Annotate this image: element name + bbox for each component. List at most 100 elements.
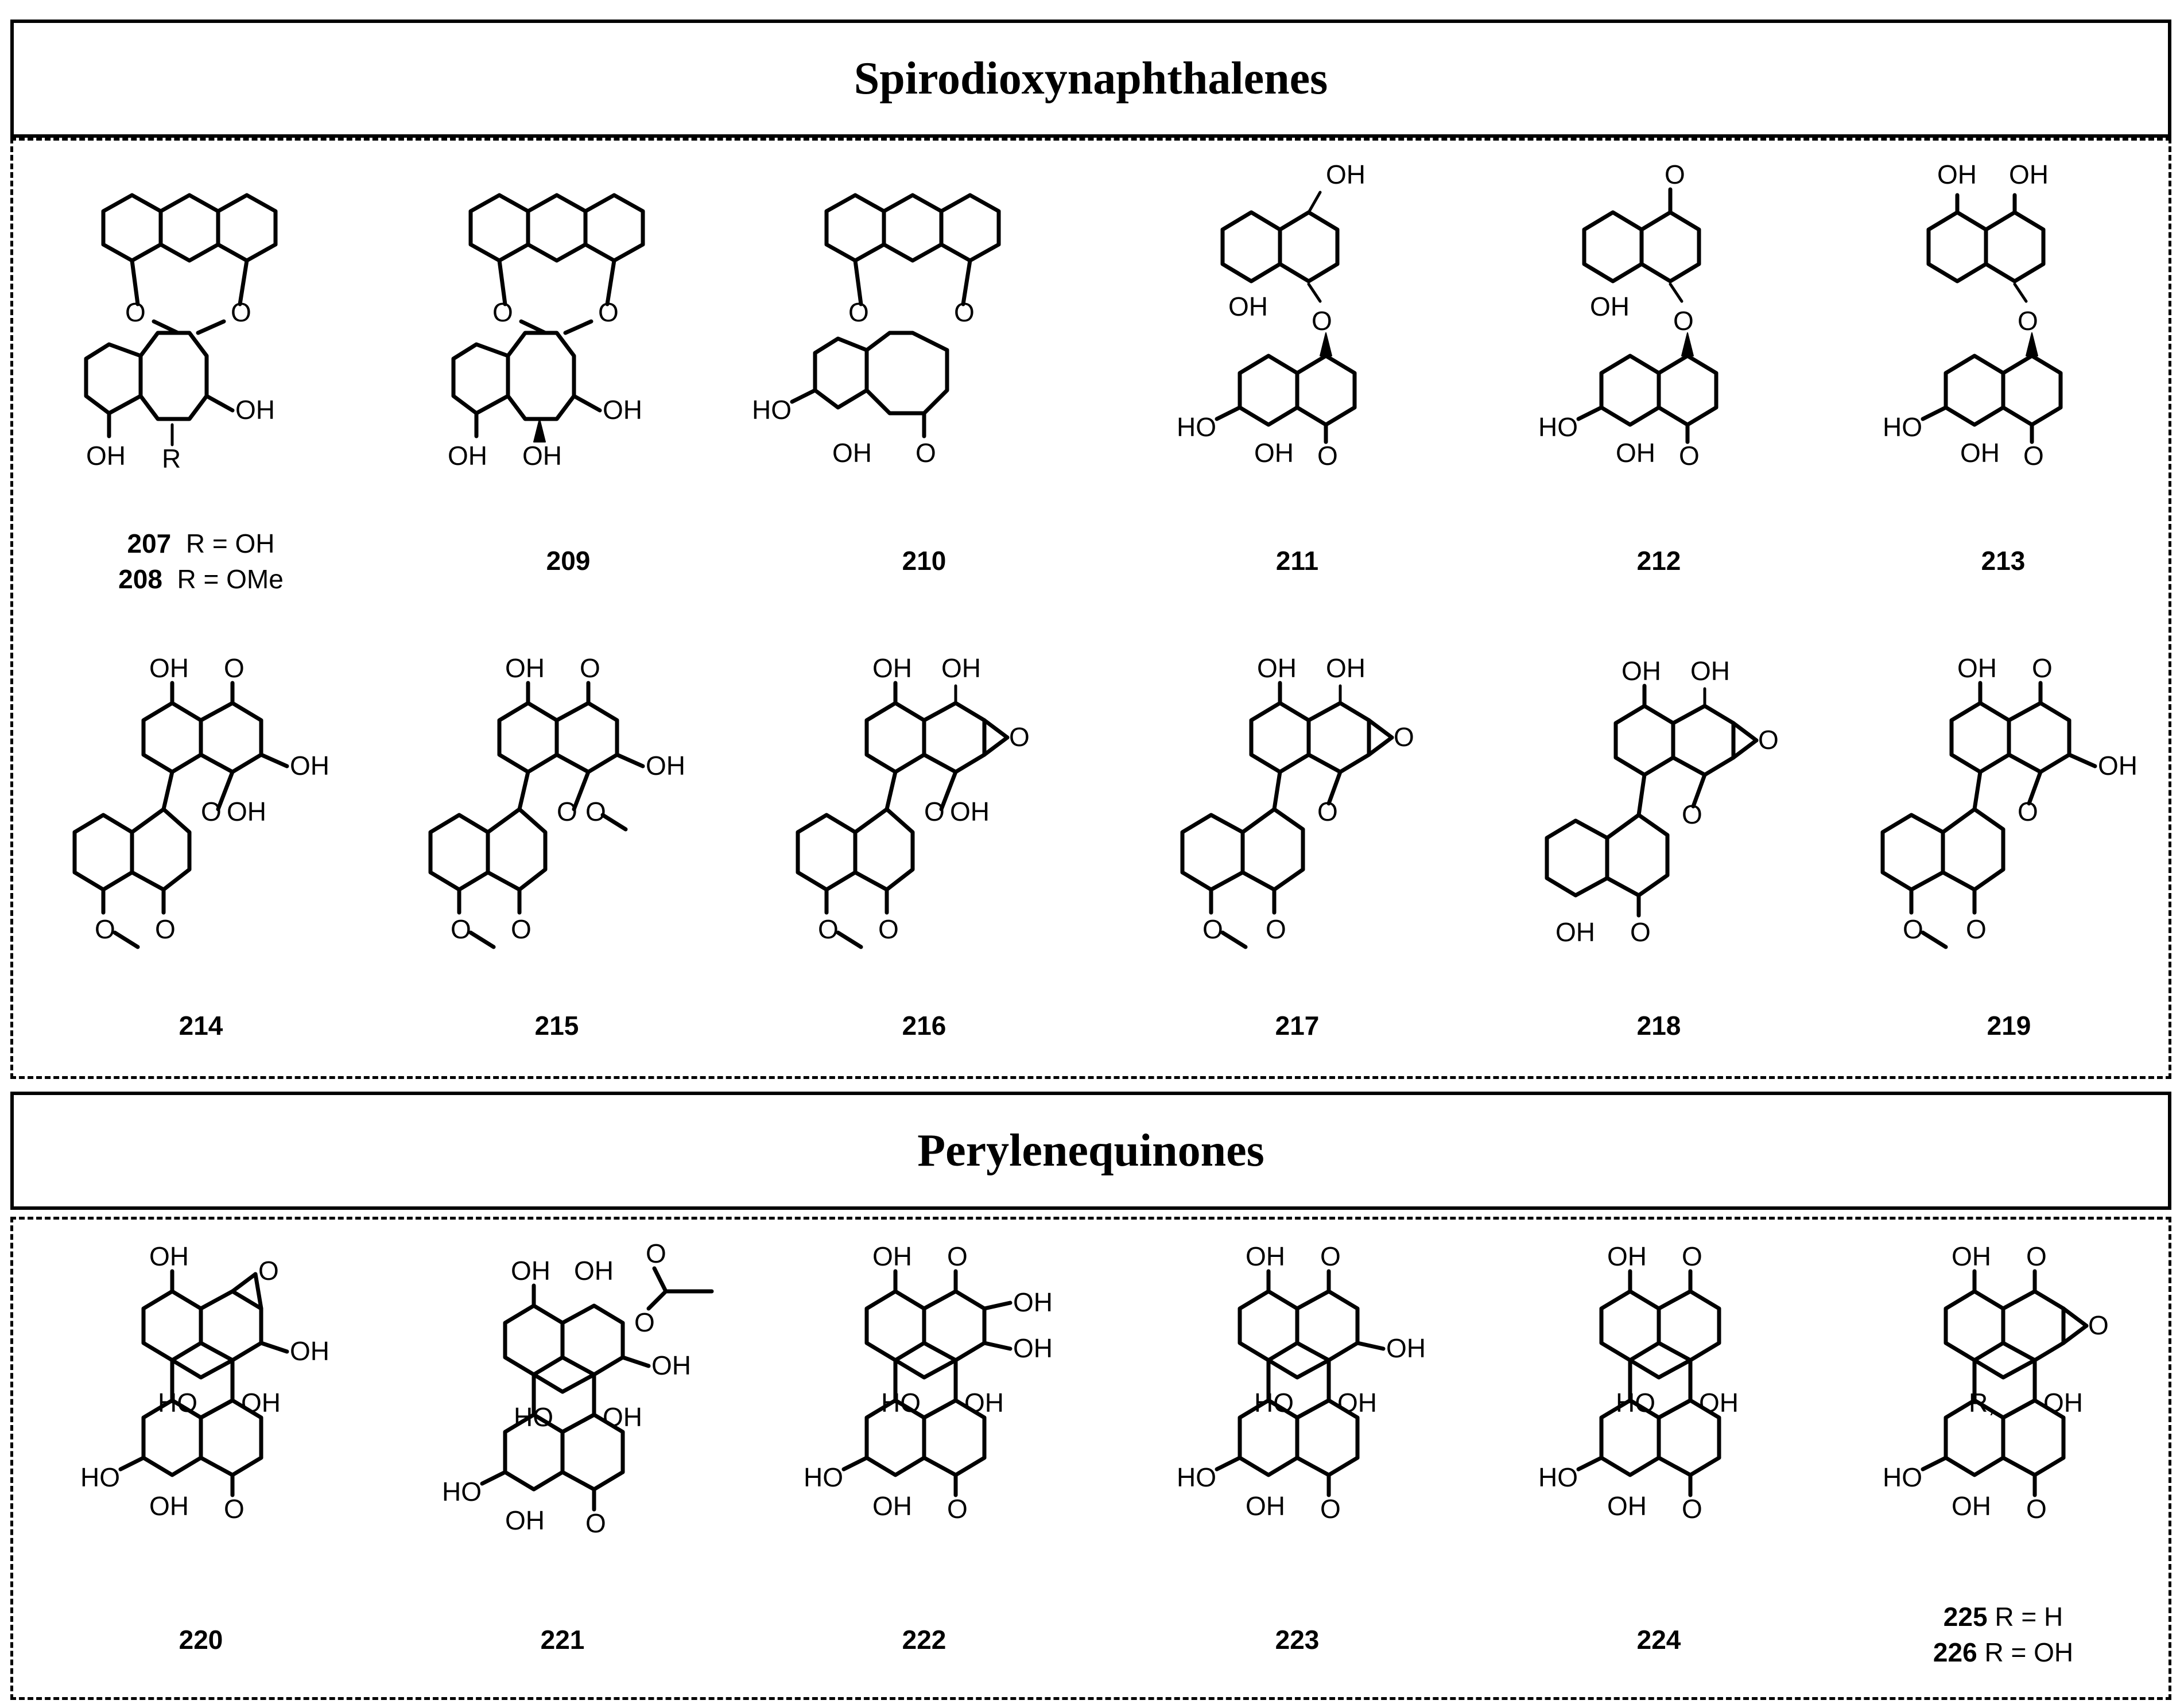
atom-ho: HO [1538,1462,1578,1492]
atom-ho: HO [804,1462,843,1492]
atom-o: O [201,797,222,826]
atom-o: O [1202,914,1223,944]
structure-213: OH OH O HO OH O 213 [1831,149,2175,608]
compound-label-210: 210 [902,546,946,576]
atom-o: O [598,297,619,327]
structure-207-208: O O OH R OH 207 R = OH 208 R = OMe [29,149,373,608]
structure-218: OH OH O O O OH 218 [1487,643,1831,1079]
molecule-221: OH OH O O OH HO OH HO OH O [442,1239,714,1538]
atom-oh: OH [1246,1491,1285,1521]
atom-o: O [1673,306,1694,336]
molecule-216: OH OH O O OH O O [796,653,1030,949]
atom-oh: OH [235,395,275,425]
atom-o: O [125,297,146,327]
atom-o: O [916,438,936,468]
atom-o: O [1682,799,1702,829]
atom-o: O [224,1494,245,1524]
atom-ho: HO [80,1462,120,1492]
atom-oh: OH [1228,292,1268,321]
atom-o: O [224,653,245,683]
atom-oh: OH [1254,438,1294,468]
atom-oh: OH [86,441,126,471]
atom-o: O [155,914,176,944]
compound-label-209: 209 [546,546,591,576]
compound-label-225: 225 R = H [1943,1602,2063,1632]
atom-oh: OH [1246,1241,1285,1271]
atom-o: O [2088,1310,2109,1340]
atom-o: O [1266,914,1286,944]
structure-220: OH O OH HO OH HO OH O 220 [29,1228,373,1699]
atom-o: O [2032,653,2053,683]
compound-label-212: 212 [1636,546,1681,576]
compound-label-218: 218 [1636,1011,1681,1041]
atom-oh: OH [1952,1241,1991,1271]
atom-o: O [818,914,839,944]
atom-o: O [1682,1241,1702,1271]
atom-oh: OH [603,395,642,425]
atom-oh: OH [574,1256,614,1286]
molecule-223: OH O OH HO OH HO OH O [1177,1241,1426,1524]
atom-o: O [511,914,532,944]
compound-label-213: 213 [1981,546,2026,576]
molecule-220: OH O OH HO OH HO OH O [80,1241,329,1524]
atom-oh: OH [603,1402,642,1432]
section-banner-spirodioxynaphthalenes: Spirodioxynaphthalenes [10,20,2171,138]
atom-oh: OH [1013,1333,1053,1363]
atom-oh: OH [1590,292,1630,321]
structure-222: OH O OH OH HO OH HO OH O 222 [752,1228,1096,1699]
atom-oh: OH [832,438,872,468]
atom-oh: OH [241,1388,281,1418]
atom-oh: OH [149,653,189,683]
molecule-225-226: OH O O R, OH HO OH O [1883,1241,2109,1524]
compound-label-223: 223 [1275,1625,1320,1655]
spirodioxynaphthalenes-panel [10,138,2171,1079]
atom-o: O [1682,1494,1702,1524]
atom-ho: HO [1177,412,1216,442]
structure-210: O O O HO OH 210 [752,149,1096,608]
compound-label-220: 220 [179,1625,223,1655]
structure-216: OH OH O O OH O O 216 [752,643,1096,1079]
atom-o: O [1317,797,1338,826]
compound-label-224: 224 [1636,1625,1681,1655]
atom-oh: OH [149,1241,189,1271]
atom-oh: OH [290,751,329,781]
structure-219: OH O OH O O O 219 [1837,643,2181,1079]
atom-oh: OH [1555,917,1595,947]
molecule-209: O O OH OH OH [448,193,645,471]
atom-oh: OH [964,1388,1004,1418]
atom-oh: OH [1960,438,2000,468]
atom-oh: OH [1607,1241,1647,1271]
atom-oh: OH [522,441,562,471]
atom-o: O [95,914,115,944]
atom-o: O [580,653,600,683]
atom-oh: OH [1621,656,1661,686]
atom-oh: OH [651,1350,691,1380]
molecule-214: OH O OH O OH O O [72,653,329,949]
atom-o: O [1758,725,1779,755]
molecule-215: OH O OH O O O O [428,653,685,949]
atom-o: O [947,1241,968,1271]
atom-oh: OH [149,1491,189,1521]
atom-oh: OH [941,653,981,683]
compound-label-211: 211 [1275,546,1319,576]
atom-o: O [924,797,945,826]
atom-o: O [1966,914,1987,944]
atom-r: R [162,444,181,473]
atom-o: O [1320,1241,1341,1271]
atom-o: O [848,297,869,327]
atom-oh: OH [290,1336,329,1366]
atom-oh: OH [1326,160,1366,189]
atom-o: O [2023,441,2044,471]
perylenequinones-panel [10,1217,2171,1700]
atom-o: O [1312,306,1332,336]
atom-ho: HO [752,395,792,425]
compound-label-215: 215 [534,1011,579,1041]
atom-o: O [634,1307,655,1337]
atom-oh: OH [1607,1491,1647,1521]
atom-o: O [1320,1494,1341,1524]
atom-o: O [947,1494,968,1524]
compound-label-207: 207 R = OH [127,529,275,558]
atom-o: O [557,797,577,826]
compound-label-219: 219 [1987,1011,2031,1041]
structure-214: OH O OH O OH O O 214 [29,643,373,1079]
